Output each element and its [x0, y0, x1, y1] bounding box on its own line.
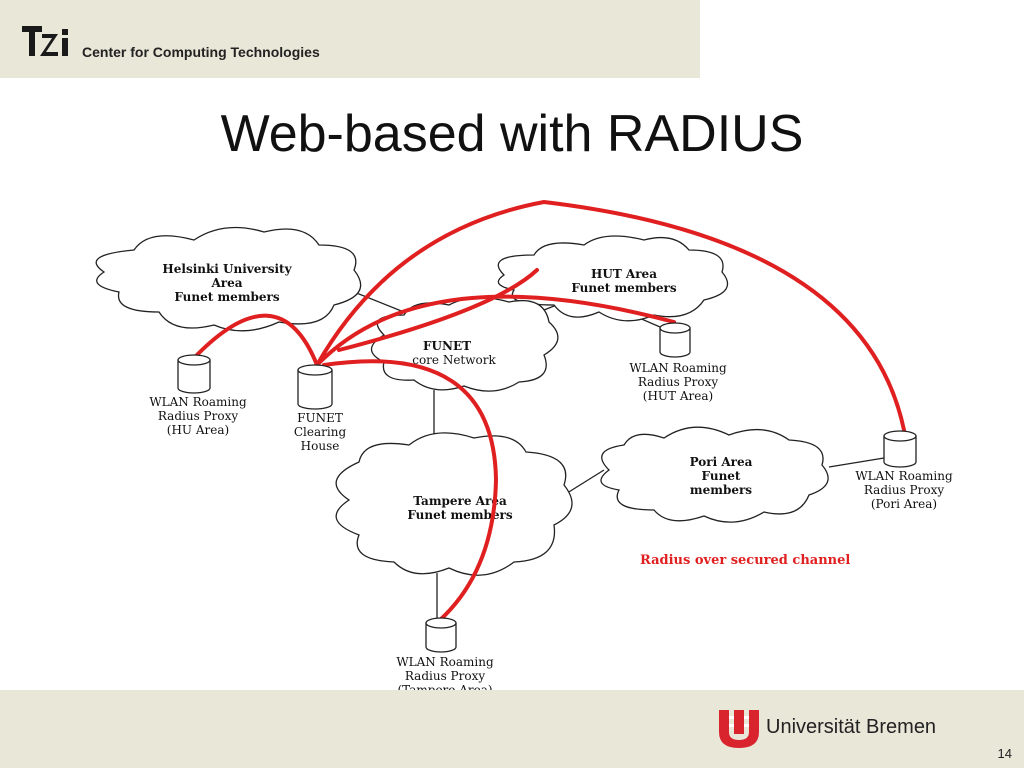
radius-link-hut-upper — [337, 268, 539, 352]
radius-link-tampere — [322, 359, 499, 622]
svg-text:WLAN Roaming: WLAN Roaming — [396, 655, 494, 669]
svg-text:core Network: core Network — [412, 353, 496, 367]
svg-text:FUNET: FUNET — [297, 411, 343, 425]
svg-text:Funet members: Funet members — [407, 508, 512, 522]
footer-band — [0, 690, 1024, 768]
hu-proxy-server-icon — [177, 354, 211, 394]
svg-text:Funet members: Funet members — [571, 281, 676, 295]
pori-cloud — [600, 426, 829, 523]
clearing-house-label: FUNET Clearing House — [294, 411, 347, 453]
link-pori-poriproxy — [828, 457, 885, 468]
svg-text:Clearing: Clearing — [294, 425, 347, 439]
hu-proxy-label: WLAN Roaming Radius Proxy (HU Area) — [149, 395, 247, 437]
helsinki-cloud-label: Helsinki University Area Funet members — [162, 262, 292, 304]
svg-text:members: members — [690, 483, 752, 497]
legend-radius-channel: Radius over secured channel — [640, 553, 850, 568]
radius-link-pori — [315, 200, 906, 432]
svg-text:Pori Area: Pori Area — [690, 455, 753, 469]
svg-text:WLAN Roaming: WLAN Roaming — [629, 361, 727, 375]
hut-proxy-label: WLAN Roaming Radius Proxy (HUT Area) — [629, 361, 727, 403]
svg-text:Radius Proxy: Radius Proxy — [405, 669, 485, 683]
tampere-proxy-server-icon — [425, 617, 457, 653]
link-tampere-pori — [563, 469, 605, 496]
svg-text:Helsinki University: Helsinki University — [162, 262, 292, 276]
slide-title: Web-based with RADIUS — [220, 105, 804, 163]
svg-text:FUNET: FUNET — [423, 339, 471, 353]
tampere-cloud-label: Tampere Area Funet members — [407, 494, 512, 522]
svg-text:WLAN Roaming: WLAN Roaming — [855, 469, 953, 483]
svg-text:Funet members: Funet members — [174, 290, 279, 304]
helsinki-cloud — [95, 226, 362, 332]
svg-text:(HU Area): (HU Area) — [167, 423, 229, 437]
university-name: Universität Bremen — [766, 716, 937, 738]
svg-text:Radius Proxy: Radius Proxy — [158, 409, 238, 423]
university-bremen-logo — [719, 710, 759, 748]
hut-cloud-label: HUT Area Funet members — [571, 267, 676, 295]
tzi-logo — [22, 26, 68, 56]
radius-links — [192, 200, 906, 622]
radius-link-hut — [315, 294, 676, 367]
svg-text:Funet: Funet — [702, 469, 741, 483]
hut-proxy-server-icon — [659, 322, 691, 358]
svg-text:Area: Area — [210, 276, 242, 290]
svg-text:HUT Area: HUT Area — [591, 267, 657, 281]
header-band — [0, 0, 700, 78]
svg-text:(Pori Area): (Pori Area) — [871, 497, 937, 511]
org-name: Center for Computing Technologies — [82, 44, 320, 60]
svg-text:(HUT Area): (HUT Area) — [643, 389, 713, 403]
svg-text:Radius Proxy: Radius Proxy — [864, 483, 944, 497]
network-diagram: Helsinki University Area Funet members H… — [64, 200, 960, 700]
svg-text:Tampere Area: Tampere Area — [413, 494, 507, 508]
pori-proxy-server-icon — [883, 430, 917, 468]
pori-cloud-label: Pori Area Funet members — [690, 455, 753, 497]
clearing-house-server-icon — [297, 364, 333, 410]
pori-proxy-label: WLAN Roaming Radius Proxy (Pori Area) — [855, 469, 953, 511]
svg-text:WLAN Roaming: WLAN Roaming — [149, 395, 247, 409]
tampere-cloud — [335, 432, 573, 576]
funet-cloud-label: FUNET core Network — [412, 339, 496, 367]
radius-link-hu — [192, 313, 319, 367]
svg-text:Radius Proxy: Radius Proxy — [638, 375, 718, 389]
svg-text:House: House — [301, 439, 340, 453]
page-number: 14 — [997, 746, 1012, 761]
